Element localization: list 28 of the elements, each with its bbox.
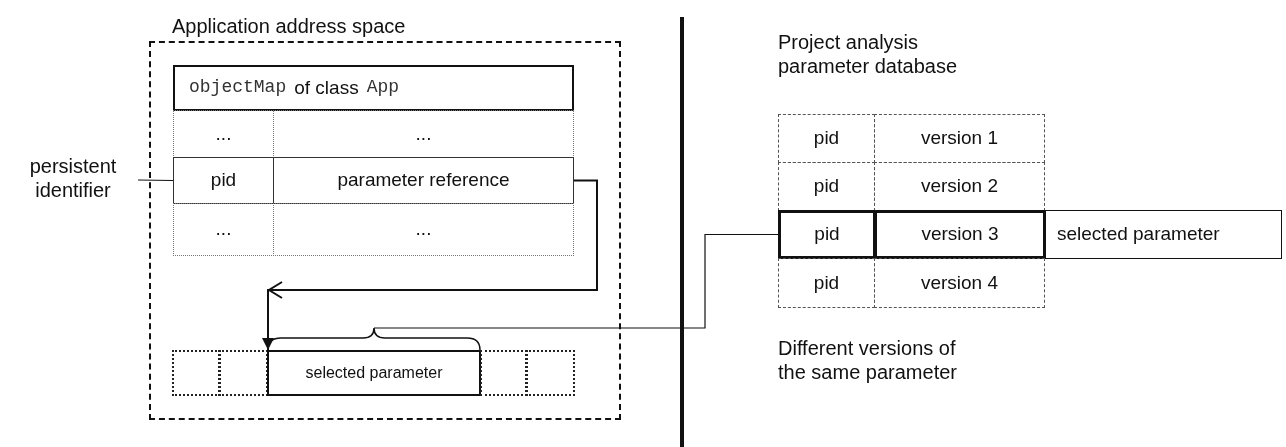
code-text: objectMap bbox=[189, 77, 287, 99]
annotation-text: persistent identifier bbox=[8, 154, 138, 206]
table-cell: version 3 bbox=[874, 210, 1046, 259]
empty-slot bbox=[526, 350, 575, 396]
group-title: Application address space bbox=[172, 15, 406, 38]
array-element: selected parameter bbox=[267, 350, 481, 396]
header-text: of class bbox=[294, 76, 359, 100]
table-cell: pid bbox=[778, 210, 876, 259]
table-cell: version 2 bbox=[874, 162, 1045, 211]
table-cell: pid bbox=[778, 162, 875, 211]
table-cell: pid bbox=[173, 157, 274, 204]
class-map-header bbox=[173, 65, 574, 111]
table-cell: selected parameter bbox=[1044, 210, 1282, 259]
table-caption: Different versions of the same parameter bbox=[778, 336, 958, 384]
ellipsis-cell: ... bbox=[173, 110, 274, 158]
table-cell: parameter reference bbox=[273, 157, 574, 204]
table-cell: version 4 bbox=[874, 258, 1045, 308]
empty-slot bbox=[480, 350, 527, 396]
empty-slot bbox=[172, 350, 220, 396]
table-cell: version 1 bbox=[874, 114, 1045, 163]
ellipsis-cell: ... bbox=[273, 203, 574, 256]
table-cell: pid bbox=[778, 114, 875, 163]
empty-slot bbox=[219, 350, 268, 396]
table-title: Project analysis parameter database bbox=[778, 30, 958, 78]
ellipsis-cell: ... bbox=[273, 110, 574, 158]
ellipsis-cell: ... bbox=[173, 203, 274, 256]
table-cell: pid bbox=[778, 258, 875, 308]
code-text: App bbox=[366, 77, 400, 99]
